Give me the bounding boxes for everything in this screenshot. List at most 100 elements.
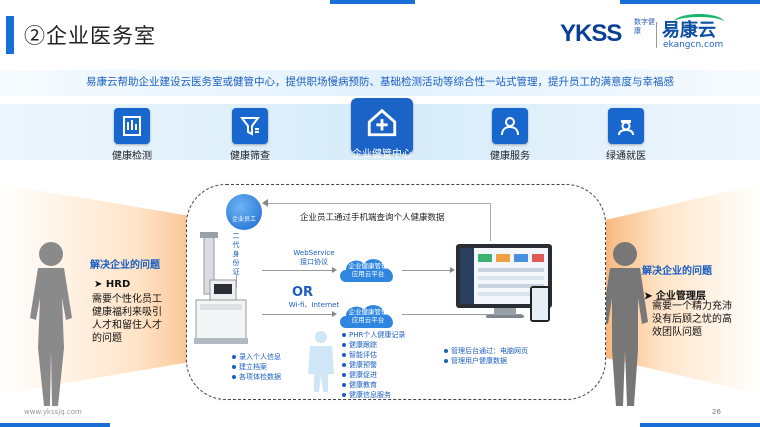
monitor-base xyxy=(486,315,524,318)
bullet-icon xyxy=(342,343,346,347)
webservice-arrow xyxy=(262,270,332,271)
logo-arc xyxy=(674,14,724,30)
top-accent-segment xyxy=(330,0,415,4)
wifi-arrow xyxy=(262,314,332,315)
arrow-right-icon xyxy=(332,267,337,273)
mgmt-label: 企业管理层 xyxy=(655,291,706,302)
module-label: 健康服务 xyxy=(490,151,530,162)
bullet-icon xyxy=(342,373,346,377)
cloud-icon xyxy=(340,259,393,282)
bullet-icon xyxy=(342,333,346,337)
list-item: 健康信息服务 xyxy=(342,390,405,400)
id-card-label: 二代身份证 xyxy=(232,232,240,276)
cloud-service-list: PHR个人健康记录 健康跟踪 智能评估 健康预警 健康促进 健康教育 健康信息服… xyxy=(342,330,405,400)
list-item: 健康预警 xyxy=(342,360,405,370)
health-kiosk-icon xyxy=(194,232,248,344)
man-silhouette-icon xyxy=(602,242,648,406)
health-center-home-icon xyxy=(351,98,413,154)
management-list: 管理后台通过：电脑网页 管理用户健康数据 xyxy=(444,346,528,366)
list-item: 各项体检数据 xyxy=(232,372,281,382)
bullet-icon xyxy=(232,375,236,379)
headline-text: 易康云帮助企业建设云医务室或健管中心，提供职场慢病预防、基础检测活动等综合性一站… xyxy=(86,76,674,88)
hrd-label: HRD xyxy=(105,279,131,290)
company-logo: YKSS 数字健康 易康云 ekangcn.com xyxy=(560,14,730,56)
list-item: 健康促进 xyxy=(342,370,405,380)
bullet-icon xyxy=(342,363,346,367)
list-item: 健康教育 xyxy=(342,380,405,390)
right-problem-role: ➤ 企业管理层 xyxy=(644,291,706,302)
bottom-accent-segment xyxy=(0,423,110,427)
page-title: ②企业医务室 xyxy=(24,24,156,48)
top-accent-bar xyxy=(0,0,760,6)
health-check-icon xyxy=(114,108,150,144)
monitor-stand xyxy=(494,308,516,316)
module-health-service[interactable]: 健康服务 xyxy=(470,108,550,162)
or-label: OR xyxy=(292,285,314,300)
employee-icon xyxy=(226,194,262,230)
list-item: 管理用户健康数据 xyxy=(444,356,528,366)
bullet-icon xyxy=(342,353,346,357)
arrow-right-icon xyxy=(332,311,337,317)
left-problem-title: 解决企业的问题 xyxy=(90,260,160,271)
logo-domain: ekangcn.com xyxy=(663,40,724,50)
list-item: 建立档案 xyxy=(232,362,281,372)
bullet-icon xyxy=(232,365,236,369)
employee-label: 企业员工 xyxy=(231,216,256,223)
nurse-icon xyxy=(608,108,644,144)
bullet-icon xyxy=(444,359,448,363)
list-item: 智能评估 xyxy=(342,350,405,360)
query-line xyxy=(264,203,490,204)
page-number: 26 xyxy=(712,408,721,416)
logo-sub: 数字健康 xyxy=(634,18,655,35)
to-phone-arrow xyxy=(402,314,522,315)
monitor-screen xyxy=(460,248,548,304)
module-screening[interactable]: 健康筛查 xyxy=(210,108,290,162)
cloud-bottom-text: 企业健康管理 应用云平台 xyxy=(348,308,388,324)
title-marker xyxy=(6,16,14,54)
dashboard-screen-icon xyxy=(460,248,544,304)
doctor-figure-icon xyxy=(308,331,334,392)
cloud-platform-top: 企业健康管理 应用云平台 xyxy=(336,254,400,284)
list-item: 录入个人信息 xyxy=(232,352,281,362)
left-problem-role: ➤ HRD xyxy=(94,279,131,290)
kiosk-data-list: 录入个人信息 建立档案 各项体检数据 xyxy=(232,352,281,382)
left-problem-desc: 需要个性化员工健康福利来吸引人才和留住人才的问题 xyxy=(92,294,162,344)
module-green-channel[interactable]: 绿通就医 xyxy=(586,108,666,162)
module-label: 绿通就医 xyxy=(606,151,646,162)
cloud-platform-bottom: 企业健康管理 应用云平台 xyxy=(336,300,400,330)
bullet-icon xyxy=(342,383,346,387)
footer-url: www.ykssjq.com xyxy=(24,408,82,416)
top-accent-segment xyxy=(620,0,760,4)
module-label: 健康筛查 xyxy=(230,151,270,162)
query-text: 企业员工通过手机端查询个人健康数据 xyxy=(300,213,445,223)
module-label: 企业健管中心 xyxy=(352,149,412,160)
doctor-service-icon xyxy=(492,108,528,144)
list-item: 管理后台通过：电脑网页 xyxy=(444,346,528,356)
right-problem-title: 解决企业的问题 xyxy=(642,266,712,277)
wifi-label: Wi-fi、Internet xyxy=(288,301,340,309)
module-health-center[interactable]: 企业健管中心 xyxy=(342,98,422,160)
bullet-icon xyxy=(444,349,448,353)
headline-band xyxy=(0,70,760,96)
webservice-label: WebService 接口协议 xyxy=(293,249,335,266)
module-label: 健康检测 xyxy=(112,151,152,162)
cloud-top-text: 企业健康管理 应用云平台 xyxy=(348,262,388,278)
to-monitor-arrow xyxy=(402,270,452,271)
phone-device xyxy=(530,286,550,322)
phone-screen xyxy=(532,288,548,320)
arrow-right-icon xyxy=(450,267,455,273)
cloud-icon xyxy=(340,305,393,328)
bottom-accent-bar xyxy=(0,422,760,427)
list-item: 健康跟踪 xyxy=(342,340,405,350)
bullet-icon xyxy=(232,355,236,359)
logo-cn: 易康云 xyxy=(662,20,716,41)
bottom-accent-segment xyxy=(640,423,760,427)
logo-divider xyxy=(656,22,657,48)
module-health-check[interactable]: 健康检测 xyxy=(92,108,172,162)
bullet-icon xyxy=(342,393,346,397)
woman-silhouette-icon xyxy=(30,242,72,406)
list-item: PHR个人健康记录 xyxy=(342,330,405,340)
logo-ykss: YKSS xyxy=(560,20,622,47)
arrow-left-icon xyxy=(262,199,268,207)
screening-filter-icon xyxy=(232,108,268,144)
